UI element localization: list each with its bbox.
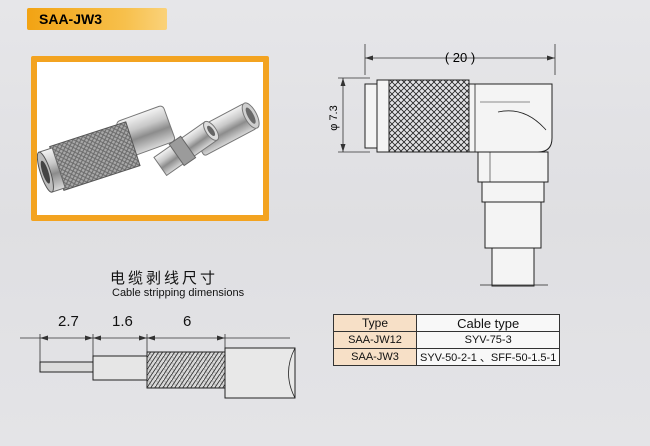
table-cell-cable-type: SYV-50-2-1 、SFF-50-1.5-1 bbox=[415, 348, 561, 366]
title-banner: SAA-JW3 bbox=[27, 8, 167, 30]
connector-technical-drawing: ( 20 ) φ 7.3 bbox=[328, 44, 556, 287]
strip-dim-2: 1.6 bbox=[112, 313, 133, 330]
product-photo-frame bbox=[31, 56, 269, 221]
stripping-heading-cn: 电缆剥线尺寸 bbox=[110, 269, 219, 287]
table-header-type: Type bbox=[333, 314, 417, 332]
strip-dim-1: 2.7 bbox=[58, 313, 79, 330]
table-header-cable-type: Cable type bbox=[415, 314, 561, 332]
diameter-dimension-label: φ 7.3 bbox=[328, 105, 340, 130]
table-cell-type: SAA-JW3 bbox=[333, 348, 417, 366]
stripping-heading-en: Cable stripping dimensions bbox=[112, 287, 245, 299]
product-photo bbox=[37, 62, 263, 215]
table-header-row: Type Cable type bbox=[333, 314, 561, 332]
table-cell-cable-type: SYV-75-3 bbox=[415, 331, 561, 349]
strip-dim-3: 6 bbox=[183, 313, 192, 330]
table-cell-type: SAA-JW12 bbox=[333, 331, 417, 349]
page-title: SAA-JW3 bbox=[39, 11, 103, 27]
table-row: SAA-JW12 SYV-75-3 bbox=[333, 331, 561, 349]
table-row: SAA-JW3 SYV-50-2-1 、SFF-50-1.5-1 bbox=[333, 348, 561, 366]
stripping-drawing bbox=[20, 334, 296, 399]
cable-type-table: Type Cable type SAA-JW12 SYV-75-3 SAA-JW… bbox=[333, 314, 561, 366]
length-dimension-label: ( 20 ) bbox=[445, 50, 475, 65]
